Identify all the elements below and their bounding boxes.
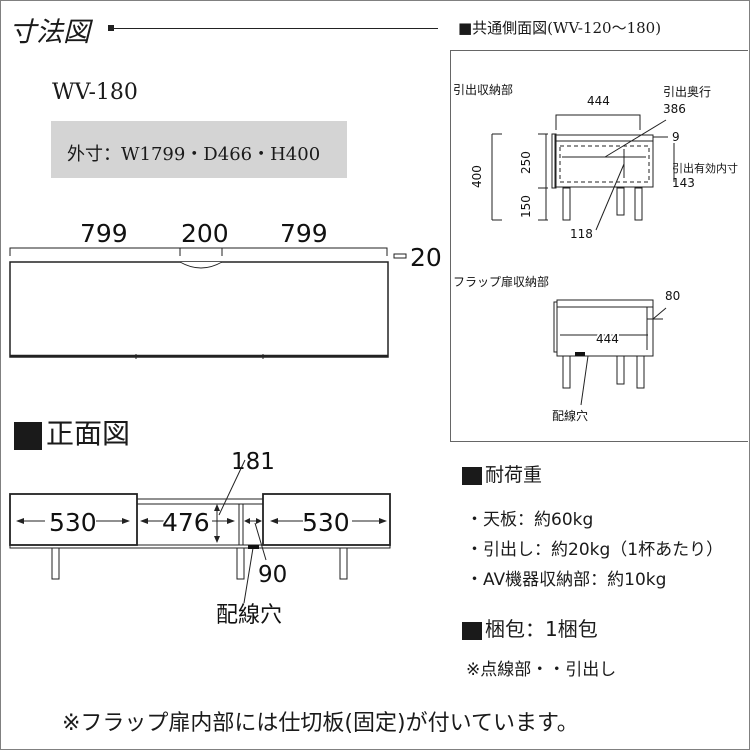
top-dim-center: 200 xyxy=(181,219,229,248)
top-view-diagram: 799 200 799 20 xyxy=(9,219,442,359)
model-name: WV-180 xyxy=(52,80,138,105)
drawer-depth-value: 386 xyxy=(663,102,686,116)
packaging-title-text: 梱包：1梱包 xyxy=(485,617,598,641)
flap-section-label: フラップ扉収納部 xyxy=(453,274,549,289)
side-view-panel xyxy=(450,50,748,442)
drawer-depth-label: 引出奥行 xyxy=(663,85,711,99)
load-capacity-title: 耐荷重 xyxy=(462,460,542,487)
packaging-title: 梱包：1梱包 xyxy=(462,613,598,642)
cable-hole-marker xyxy=(575,352,585,356)
side-view-title: ■共通側面図(WV-120〜180) xyxy=(458,19,662,37)
outer-dimensions-text: 外寸：W1799・D466・H400 xyxy=(67,144,321,165)
right-drawer-width: 530 xyxy=(302,508,350,537)
leg-height: 150 xyxy=(519,195,533,218)
page-title: 寸法図 xyxy=(9,17,90,48)
flap-cable-hole-label: 配線穴 xyxy=(552,408,588,423)
top-dim-left: 799 xyxy=(80,219,128,248)
dotted-line-note: ※点線部・・引出し xyxy=(466,660,617,680)
drawer-section-label: 引出収納部 xyxy=(453,82,513,97)
section-bullet xyxy=(14,421,42,450)
load-item-drawer: ・引出し：約20kg（1杯あたり） xyxy=(466,540,724,560)
inner-height-label: 引出有効内寸 xyxy=(672,161,738,175)
section-bullet xyxy=(462,466,482,485)
total-height: 400 xyxy=(470,165,484,188)
front-view-diagram: 530 476 181 90 530 配線穴 xyxy=(9,449,391,628)
footnote: ※フラップ扉内部には仕切板(固定)が付いています。 xyxy=(62,711,579,736)
load-item-top: ・天板：約60kg xyxy=(466,510,594,530)
top-thickness: 20 xyxy=(410,243,442,272)
gap-width: 90 xyxy=(258,562,287,588)
outer-dimensions-box xyxy=(51,121,347,178)
section-bullet xyxy=(462,621,482,640)
center-height: 181 xyxy=(231,449,275,475)
partition-width: 80 xyxy=(665,289,680,303)
inner-height-value: 143 xyxy=(672,176,695,190)
front-view-title: 正面図 xyxy=(14,412,130,452)
body-height: 250 xyxy=(519,151,533,174)
flap-width: 444 xyxy=(596,332,619,346)
side-view-diagram: 引出収納部 444 引出奥行 386 9 引出有効内寸 143 400 250 … xyxy=(453,82,738,423)
drawer-width: 444 xyxy=(587,94,610,108)
title-divider xyxy=(108,28,438,29)
inner-width: 118 xyxy=(570,227,593,241)
top-dim-right: 799 xyxy=(280,219,328,248)
front-cable-hole-marker xyxy=(248,545,259,549)
front-view-title-text: 正面図 xyxy=(46,417,131,450)
load-item-av: ・AV機器収納部：約10kg xyxy=(466,570,667,590)
load-capacity-title-text: 耐荷重 xyxy=(485,464,543,486)
left-drawer-width: 530 xyxy=(49,508,97,537)
center-width: 476 xyxy=(162,508,210,537)
top-thickness-value: 9 xyxy=(672,130,680,144)
front-cable-hole-label: 配線穴 xyxy=(216,603,282,628)
